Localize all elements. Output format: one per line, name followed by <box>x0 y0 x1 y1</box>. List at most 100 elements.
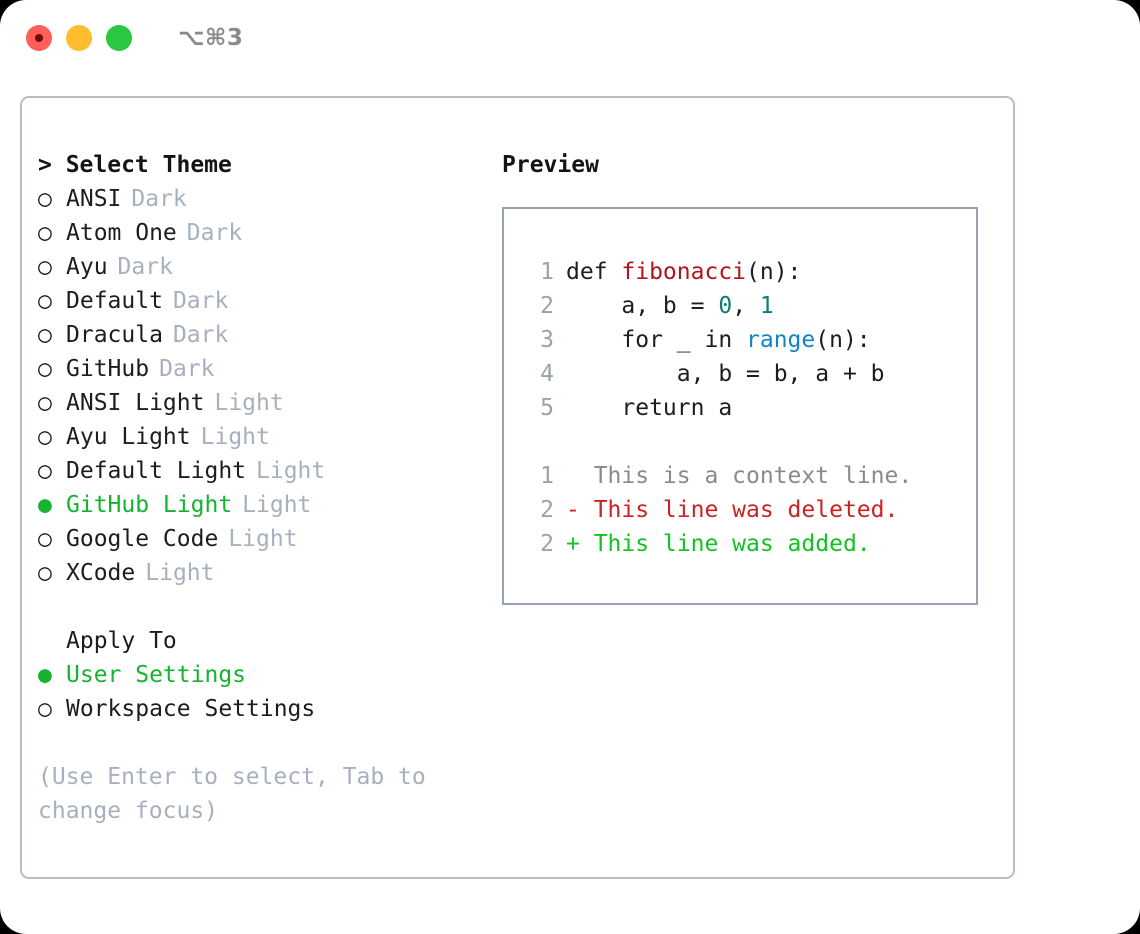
code-line-content: def fibonacci(n): <box>566 255 801 289</box>
code-line: 5 return a <box>522 391 976 425</box>
radio-unselected-icon: ○ <box>38 458 52 484</box>
theme-list-item[interactable]: ○ Ayu Light Light <box>38 420 488 454</box>
radio-unselected-icon: ○ <box>38 560 52 586</box>
code-line-content: for _ in range(n): <box>566 323 871 357</box>
theme-variant-tag: Dark <box>117 254 173 280</box>
code-spacer <box>522 425 976 459</box>
radio-selected-icon: ● <box>38 492 52 518</box>
theme-variant-tag: Light <box>228 526 298 552</box>
radio-unselected-icon: ○ <box>38 390 52 416</box>
spacer <box>38 590 488 624</box>
code-token-plain: def <box>566 259 622 285</box>
theme-variant-tag: Light <box>256 458 326 484</box>
code-line: 1 def fibonacci(n): <box>522 255 976 289</box>
line-number: 2 <box>540 293 554 319</box>
apply-to-label: Workspace Settings <box>66 696 316 722</box>
preview-heading: Preview <box>502 152 599 178</box>
code-line-content: a, b = 0, 1 <box>566 289 774 323</box>
code-token-num: 1 <box>759 293 774 319</box>
diff-line-number: 2 <box>540 531 554 557</box>
code-token-plain: return a <box>566 395 733 421</box>
theme-variant-tag: Dark <box>172 322 229 348</box>
maximize-window-icon[interactable] <box>106 25 132 51</box>
diff-line-text-deleted: - This line was deleted. <box>566 497 899 523</box>
window-controls <box>26 25 132 51</box>
theme-name-label: Google Code <box>66 526 219 552</box>
theme-name-label: Ayu <box>66 254 108 280</box>
code-line-content: return a <box>566 391 732 425</box>
theme-list-item[interactable]: ○ ANSI Light Light <box>38 386 488 420</box>
code-line: 2 a, b = 0, 1 <box>522 289 976 323</box>
radio-unselected-icon: ○ <box>38 696 52 722</box>
radio-selected-icon: ● <box>38 662 52 688</box>
code-line: 4 a, b = b, a + b <box>522 357 976 391</box>
code-token-num: 0 <box>718 293 733 319</box>
close-window-icon[interactable] <box>26 25 52 51</box>
radio-unselected-icon: ○ <box>38 526 52 552</box>
theme-name-label: ANSI Light <box>66 390 205 416</box>
line-number: 3 <box>540 327 554 353</box>
code-token-plain: (n): <box>815 327 871 353</box>
diff-line: 2 - This line was deleted. <box>522 493 976 527</box>
theme-name-label: Default Light <box>66 458 247 484</box>
theme-variant-tag: Light <box>214 390 284 416</box>
apply-to-item[interactable]: ○ Workspace Settings <box>38 692 488 726</box>
code-token-plain: a, b = <box>566 293 719 319</box>
radio-unselected-icon: ○ <box>38 254 52 280</box>
theme-list-item[interactable]: ○ Default Light Light <box>38 454 488 488</box>
code-token-plain: for _ in <box>566 327 747 353</box>
apply-to-heading: Apply To <box>66 628 177 654</box>
theme-name-label: Default <box>66 288 163 314</box>
theme-variant-tag: Light <box>242 492 312 518</box>
code-token-plain: a, b = b, a + b <box>566 361 885 387</box>
theme-variant-tag: Dark <box>131 186 187 212</box>
theme-name-label: ANSI <box>66 186 122 212</box>
code-line: 3 for _ in range(n): <box>522 323 976 357</box>
theme-name-label: Ayu Light <box>66 424 191 450</box>
keyboard-hint-text: (Use Enter to select, Tab to change focu… <box>38 764 426 824</box>
theme-variant-tag: Dark <box>172 288 229 314</box>
diff-line-number: 1 <box>540 463 554 489</box>
theme-name-label: Atom One <box>66 220 177 246</box>
radio-unselected-icon: ○ <box>38 322 52 348</box>
diff-line: 1 This is a context line. <box>522 459 976 493</box>
theme-variant-tag: Light <box>145 560 215 586</box>
theme-list-item[interactable]: ○ Google Code Light <box>38 522 488 556</box>
theme-name-label: GitHub <box>66 356 150 382</box>
radio-unselected-icon: ○ <box>38 288 52 314</box>
close-dot-icon <box>35 34 43 42</box>
theme-list-item[interactable]: ○ Dracula Dark <box>38 318 488 352</box>
diff-line-text-context: This is a context line. <box>566 463 913 489</box>
apply-to-item[interactable]: ● User Settings <box>38 658 488 692</box>
apply-to-label: User Settings <box>66 662 247 688</box>
radio-unselected-icon: ○ <box>38 356 52 382</box>
keyboard-shortcut-label: ⌥⌘3 <box>178 25 244 51</box>
theme-name-label: Dracula <box>66 322 163 348</box>
theme-variant-tag: Light <box>200 424 270 450</box>
code-token-fn: fibonacci <box>621 259 747 285</box>
code-line-content: a, b = b, a + b <box>566 357 885 391</box>
theme-list-item[interactable]: ○ Default Dark <box>38 284 488 318</box>
theme-list-item[interactable]: ○ Ayu Dark <box>38 250 488 284</box>
diff-line-number: 2 <box>540 497 554 523</box>
line-number: 1 <box>540 259 554 285</box>
code-token-plain: (n): <box>746 259 802 285</box>
diff-line: 2+ This line was added. <box>522 527 976 561</box>
theme-list-item[interactable]: ○ XCode Light <box>38 556 488 590</box>
line-number: 5 <box>540 395 554 421</box>
minimize-window-icon[interactable] <box>66 25 92 51</box>
line-number: 4 <box>540 361 554 387</box>
theme-name-label: XCode <box>66 560 136 586</box>
title-bar: ⌥⌘3 <box>0 0 1140 76</box>
radio-unselected-icon: ○ <box>38 424 52 450</box>
